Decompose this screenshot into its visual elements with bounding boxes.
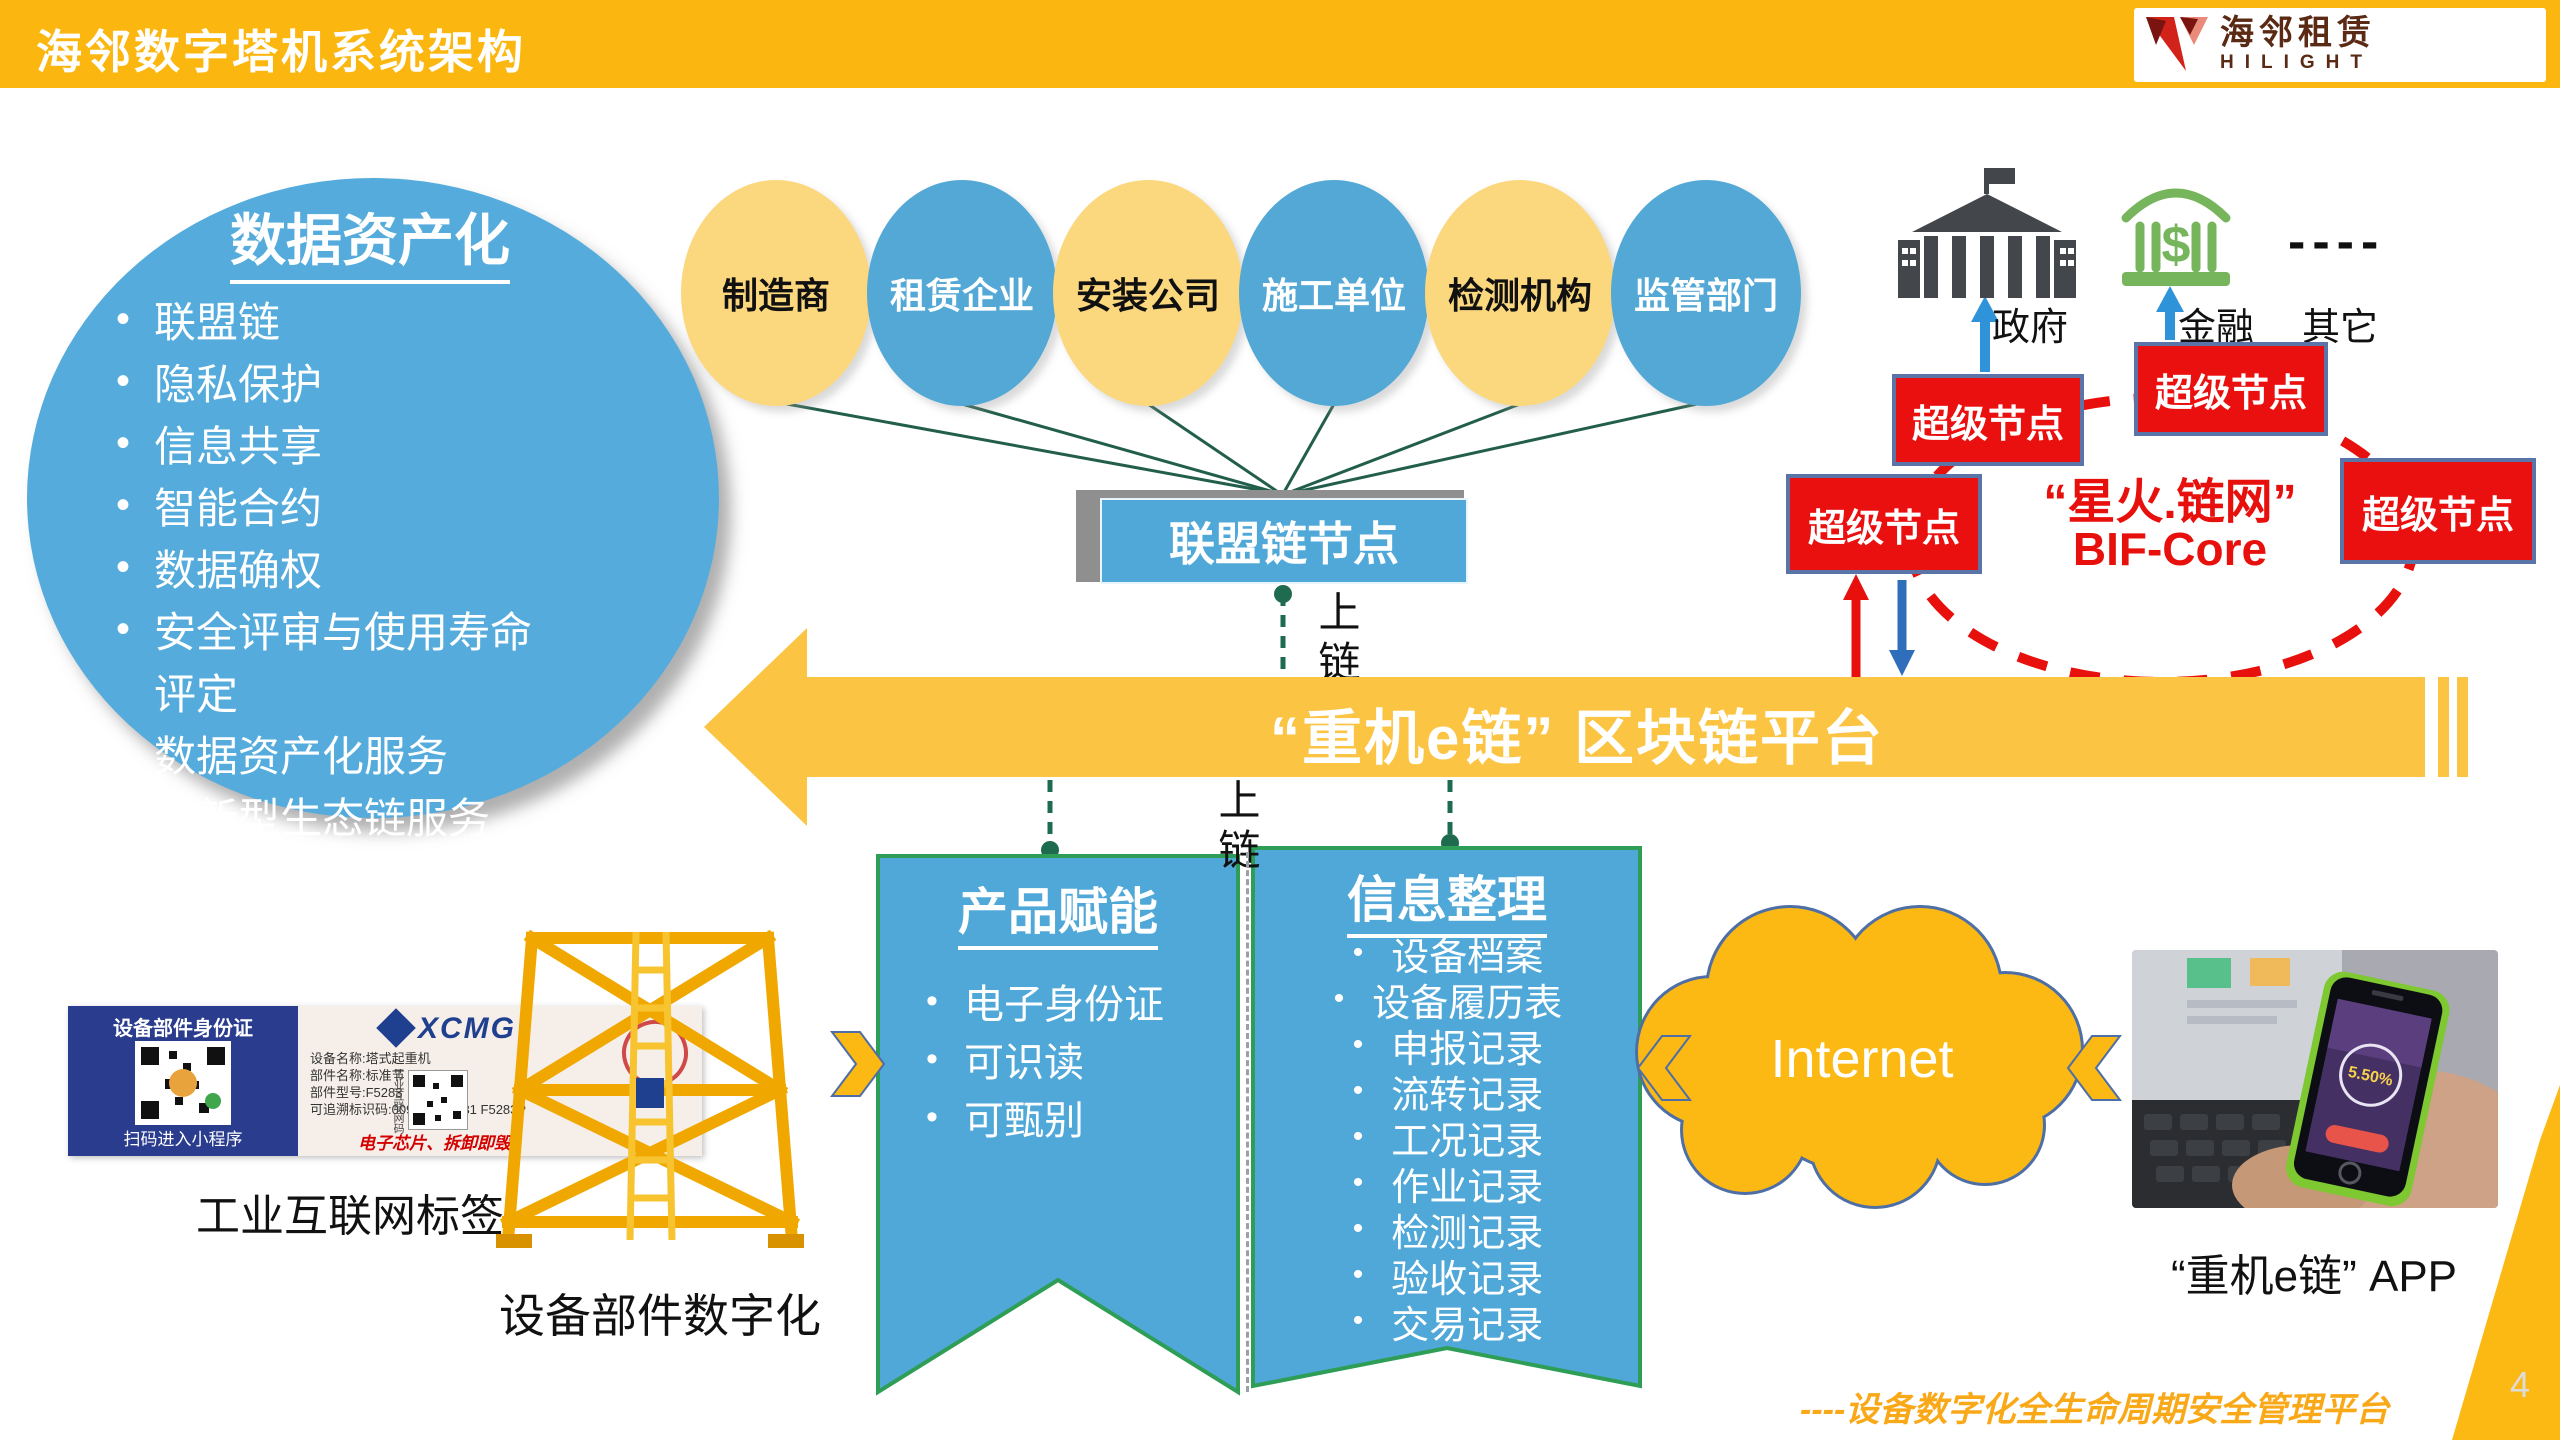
government-building-icon — [1898, 168, 2076, 298]
supernode-box: 超级节点 — [1892, 374, 2084, 466]
page-title: 海邻数字塔机系统架构 — [36, 26, 526, 78]
qr-side-text: 工业互联网码 — [392, 1068, 404, 1134]
qr-code-icon — [408, 1070, 468, 1130]
info-banner-list: •设备档案 •设备履历表 •申报记录 •流转记录 •工况记录 •作业记录 •检测… — [1268, 930, 1628, 1347]
info-banner-shape — [1251, 846, 1642, 1389]
app-photo: 5.50% — [2132, 950, 2498, 1208]
list-item: 评定 — [154, 670, 239, 718]
blockchain-platform-bar — [807, 677, 2425, 777]
list-item: •智能合约 — [115, 482, 323, 532]
tower-section-image — [496, 929, 804, 1248]
tower-caption: 设备部件数字化 — [499, 1290, 821, 1342]
list-item: •交易记录 — [1352, 1304, 1544, 1347]
list-item: •数据资产化服务 — [115, 730, 449, 780]
corner-band — [2452, 1085, 2560, 1440]
list-item: •设备履历表 — [1333, 982, 1563, 1025]
tag-caption: 工业互联网标签 — [196, 1192, 504, 1241]
platform-arrowhead — [704, 628, 807, 826]
product-banner-shape — [876, 854, 1240, 1396]
platform-stripe — [2457, 677, 2468, 777]
data-asset-list: •联盟链 •隐私保护 •信息共享 •智能合约 •数据确权 •安全评审与使用寿命 … — [92, 288, 652, 846]
participant-installer: 安装公司 — [1053, 180, 1243, 406]
industrial-tag-card: 设备部件身份证 扫码进入小程序 XCMG 设备名称:塔式起重机 — [68, 1006, 702, 1156]
list-item: •设备档案 — [1352, 936, 1544, 979]
app-caption: “重机e链” APP — [2170, 1252, 2458, 1301]
internet-label: Internet — [1770, 1029, 1954, 1089]
supernode-box: 超级节点 — [2340, 458, 2536, 564]
tag-card-warning: 电子芯片、拆卸即毁! — [358, 1134, 517, 1153]
supernode-up-arrows — [1971, 286, 2184, 372]
qr-code-icon — [135, 1041, 231, 1125]
data-asset-circle — [27, 178, 719, 818]
list-item: •可甄别 — [926, 1097, 1084, 1144]
tag-card-footer: 扫码进入小程序 — [123, 1130, 243, 1149]
supernode-box: 超级节点 — [2134, 342, 2328, 436]
logo-en-text: HILIGHT — [2220, 52, 2373, 73]
list-item: •流转记录 — [1352, 1074, 1544, 1117]
bif-core-name: BIF-Core — [2072, 523, 2268, 575]
participant-leasing: 租赁企业 — [867, 180, 1057, 406]
bank-icon — [2121, 188, 2231, 286]
banner-divider — [1246, 852, 1249, 1392]
data-asset-title: 数据资产化 — [150, 196, 590, 284]
government-label: 政府 — [1992, 307, 2069, 349]
list-item: •隐私保护 — [115, 358, 323, 408]
tag-card-title: 设备部件身份证 — [113, 1018, 253, 1040]
list-item: •可识读 — [926, 1039, 1084, 1086]
xcmg-brand: XCMG — [418, 1012, 516, 1045]
participant-inspection: 检测机构 — [1425, 180, 1615, 406]
uplink-label-top: 上链 — [1313, 590, 1360, 690]
bank-dollar-glyph: $ — [2162, 216, 2191, 274]
platform-stripe — [2438, 677, 2449, 777]
field-line: 部件型号:F5283 — [310, 1085, 403, 1100]
header-bar — [0, 0, 2560, 88]
participant-links — [775, 400, 1707, 496]
product-banner-list: •电子身份证 •可识读 •可甄别 — [900, 972, 1230, 1146]
supernode-box: 超级节点 — [1786, 474, 1982, 574]
platform-supernode-arrows — [1843, 574, 1915, 677]
list-item: •信息共享 — [115, 420, 323, 470]
platform-label: “重机e链” 区块链平台 — [1270, 705, 1885, 772]
chevron-left-icon — [1636, 1035, 1692, 1101]
list-item: •安全评审与使用寿命 — [115, 606, 533, 656]
company-logo: 海邻租赁 HILIGHT — [2134, 8, 2546, 82]
field-line: 设备名称:塔式起重机 — [310, 1051, 431, 1066]
field-line: 部件名称:标准节 — [310, 1068, 405, 1083]
list-item: •验收记录 — [1352, 1258, 1544, 1301]
other-dashes-icon: ---- — [2288, 213, 2386, 271]
chevron-right-icon — [830, 1031, 886, 1097]
list-item: •联盟链 — [115, 296, 281, 346]
chevron-left-icon — [2066, 1035, 2122, 1101]
footer-tagline: ----设备数字化全生命周期安全管理平台 — [1800, 1391, 2390, 1429]
participant-manufacturer: 制造商 — [681, 180, 871, 406]
page-number: 4 — [2509, 1364, 2531, 1405]
list-item: •检测记录 — [1352, 1212, 1544, 1255]
list-item: •数据确权 — [115, 544, 323, 594]
logo-cn-text: 海邻租赁 — [2220, 14, 2376, 52]
participant-constructor: 施工单位 — [1239, 180, 1429, 406]
list-item: 创新型生态链服务 — [154, 794, 491, 842]
hilight-v-icon — [2146, 17, 2208, 71]
spark-network-name: “星火.链网” — [2043, 476, 2297, 529]
xcmg-logo-icon — [376, 1008, 416, 1048]
uplink-label-bottom: 上链 — [1213, 778, 1260, 878]
info-banner-title: 信息整理 — [1253, 860, 1641, 938]
list-item: •申报记录 — [1352, 1028, 1544, 1071]
product-banner-title: 产品赋能 — [878, 872, 1238, 950]
list-item: •作业记录 — [1352, 1166, 1544, 1209]
tag-card-left-panel: 设备部件身份证 扫码进入小程序 — [68, 1006, 298, 1156]
list-item: •工况记录 — [1352, 1120, 1544, 1163]
alliance-node-box: 联盟链节点 — [1100, 498, 1468, 584]
participant-regulator: 监管部门 — [1611, 180, 1801, 406]
list-item: •电子身份证 — [926, 981, 1164, 1028]
